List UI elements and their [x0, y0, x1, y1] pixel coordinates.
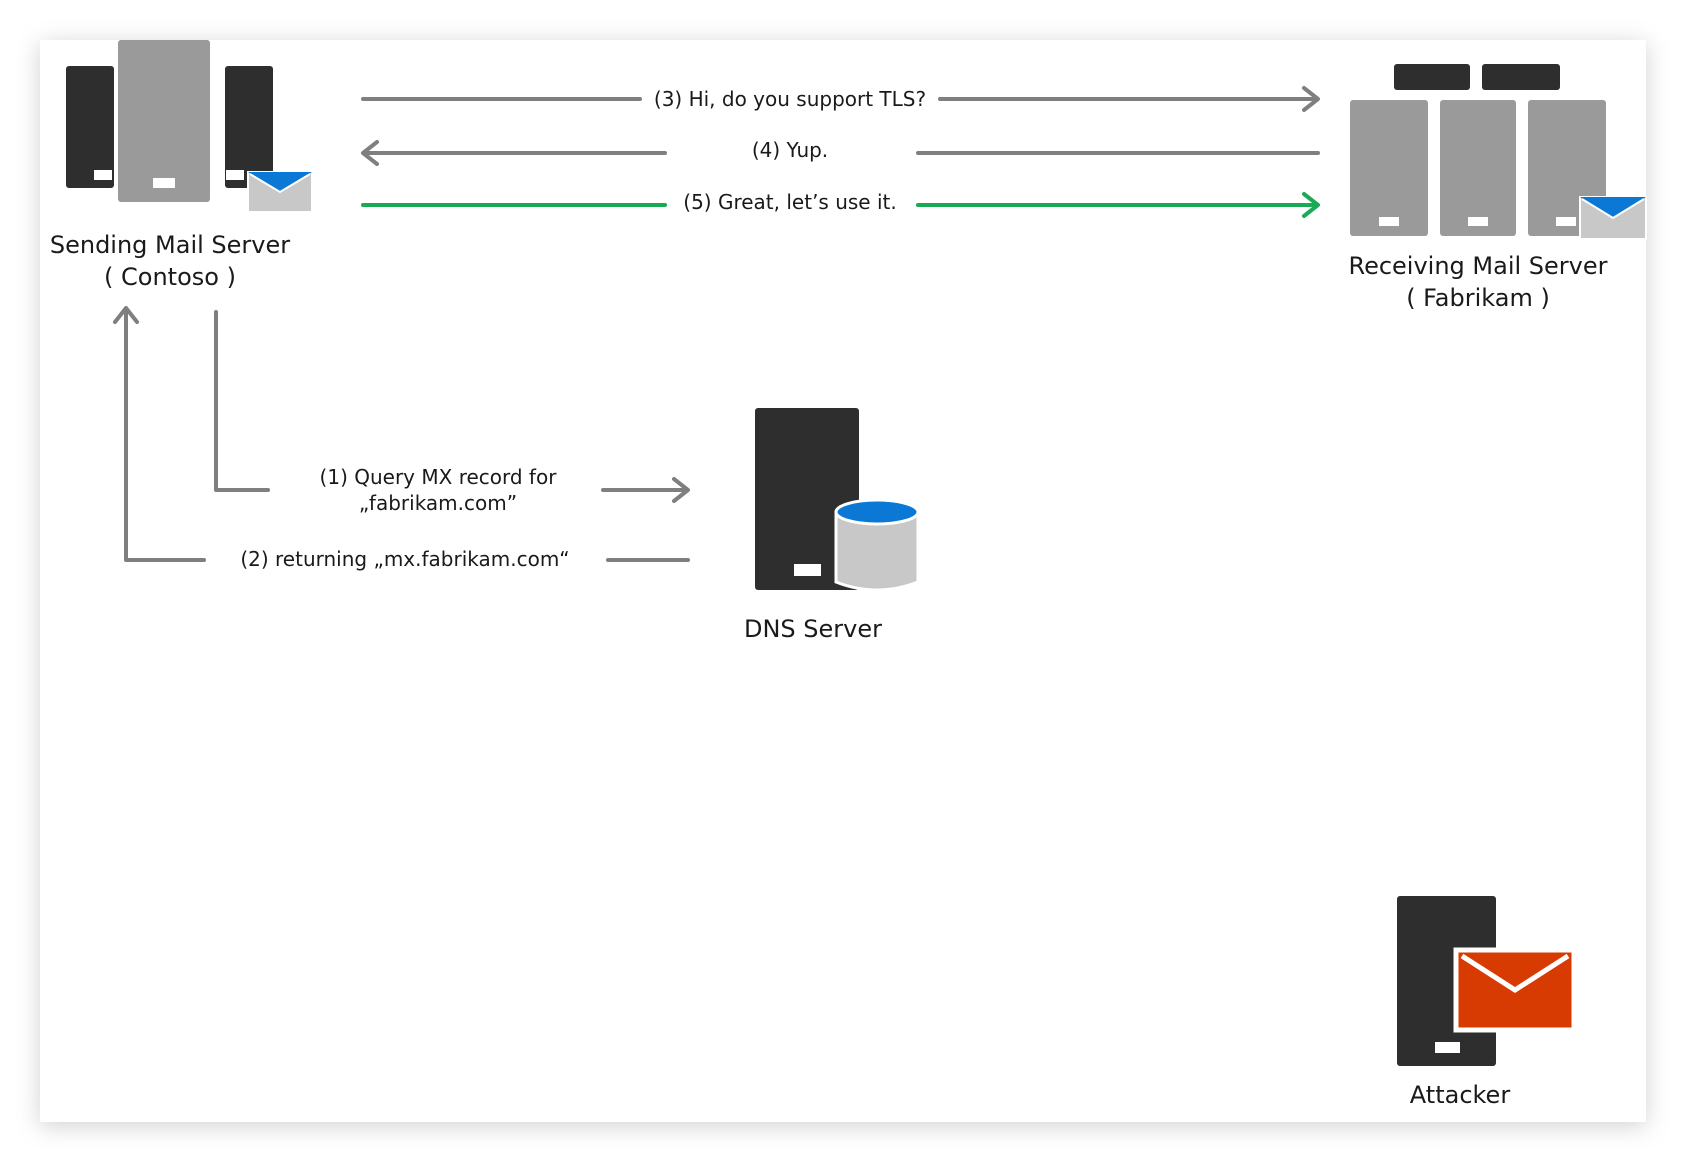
- arrow-2: [113, 306, 690, 562]
- attacker-name: Attacker: [1410, 1081, 1511, 1109]
- sending-server-name: Sending Mail Server: [50, 231, 290, 259]
- sending-mail-server-icon: [66, 40, 273, 202]
- envelope-icon: [1579, 196, 1647, 240]
- message-1-label-line1: (1) Query MX record for: [320, 465, 558, 489]
- message-2-label: (2) returning „mx.fabrikam.com“: [240, 547, 569, 571]
- arrow-4: [361, 140, 1320, 166]
- database-icon: [834, 498, 920, 592]
- arrow-3: [361, 86, 1320, 112]
- receiving-server-org: ( Fabrikam ): [1406, 284, 1550, 312]
- sending-server-org: ( Contoso ): [104, 263, 236, 291]
- arrow-5: [361, 192, 1320, 218]
- arrow-1: [214, 310, 690, 503]
- message-1-label-line2: „fabrikam.com”: [359, 491, 517, 515]
- message-4-label: (4) Yup.: [752, 138, 828, 162]
- message-3-label: (3) Hi, do you support TLS?: [654, 87, 926, 111]
- envelope-icon: [1453, 947, 1577, 1033]
- receiving-server-name: Receiving Mail Server: [1348, 252, 1607, 280]
- dns-server-name: DNS Server: [744, 615, 882, 643]
- dns-server-icon: [755, 408, 859, 590]
- message-5-label: (5) Great, let’s use it.: [683, 190, 896, 214]
- envelope-icon: [247, 171, 313, 213]
